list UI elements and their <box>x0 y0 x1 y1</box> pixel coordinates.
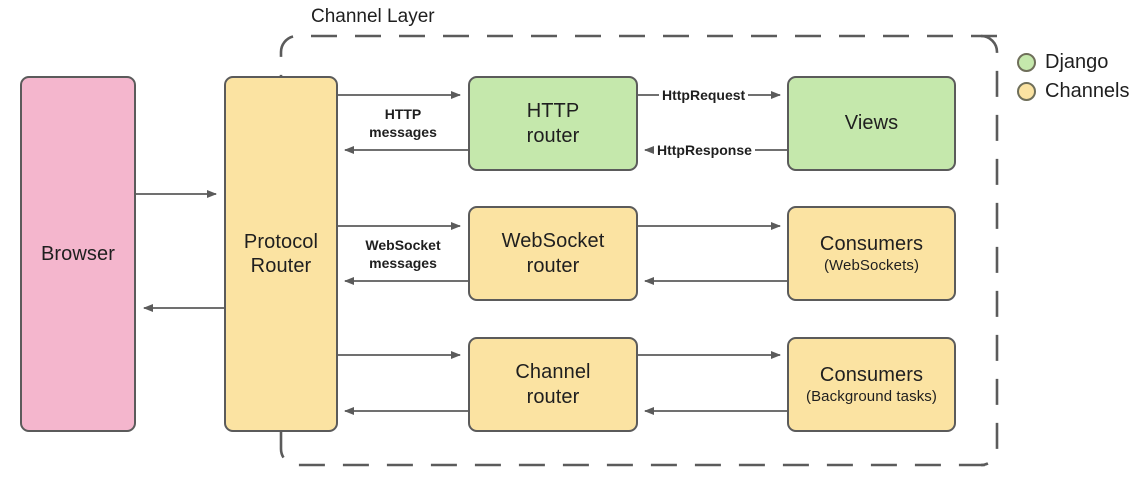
node-http-router[interactable]: HTTP router <box>468 76 638 171</box>
node-channel-router-label-line2: router <box>526 385 580 408</box>
legend-label-django: Django <box>1045 51 1109 73</box>
edge-label-http-request: HttpRequest <box>659 87 749 105</box>
node-protocol-router-label-line2: Router <box>250 255 312 277</box>
node-consumers-websockets-sublabel: (WebSockets) <box>823 256 920 274</box>
edge-label-websocket-messages-line1: WebSocket <box>365 237 441 253</box>
legend-swatch-channels-icon <box>1017 82 1036 101</box>
node-consumers-background-tasks-label: Consumers <box>819 364 924 387</box>
edge-label-websocket-messages-line2: messages <box>369 254 437 271</box>
node-protocol-router[interactable]: Protocol Router <box>224 76 338 432</box>
node-http-router-label-line2: router <box>526 124 580 147</box>
legend-swatch-django-icon <box>1017 53 1036 72</box>
node-websocket-router-label-line1: WebSocket <box>501 230 605 253</box>
node-channel-router[interactable]: Channel router <box>468 337 638 432</box>
channel-layer-boundary-right <box>980 34 999 467</box>
edge-label-http-response: HttpResponse <box>654 142 755 160</box>
node-views[interactable]: Views <box>787 76 956 171</box>
node-browser[interactable]: Browser <box>20 76 136 432</box>
node-websocket-router-label-line2: router <box>526 254 580 277</box>
node-consumers-websockets[interactable]: Consumers (WebSockets) <box>787 206 956 301</box>
node-consumers-background-tasks-sublabel: (Background tasks) <box>805 387 938 405</box>
edge-label-websocket-messages: WebSocket messages <box>338 237 468 273</box>
edge-label-http-messages-line2: messages <box>369 123 437 140</box>
node-http-router-label-line1: HTTP <box>526 100 580 123</box>
node-protocol-router-label-line1: Protocol <box>243 230 319 253</box>
edge-label-http-messages-line1: HTTP <box>384 106 422 122</box>
node-websocket-router[interactable]: WebSocket router <box>468 206 638 301</box>
legend-item-channels: Channels <box>1017 80 1130 103</box>
edge-label-http-messages: HTTP messages <box>338 106 468 142</box>
legend-item-django: Django <box>1017 51 1130 74</box>
node-channel-router-label-line1: Channel <box>515 361 591 384</box>
channel-layer-boundary <box>279 34 997 467</box>
channel-layer-title: Channel Layer <box>311 6 435 27</box>
legend-label-channels: Channels <box>1045 80 1130 102</box>
node-browser-label: Browser <box>40 242 116 265</box>
node-consumers-background-tasks[interactable]: Consumers (Background tasks) <box>787 337 956 432</box>
node-views-label: Views <box>844 112 899 135</box>
node-consumers-websockets-label: Consumers <box>819 233 924 256</box>
legend: Django Channels <box>1017 51 1130 103</box>
